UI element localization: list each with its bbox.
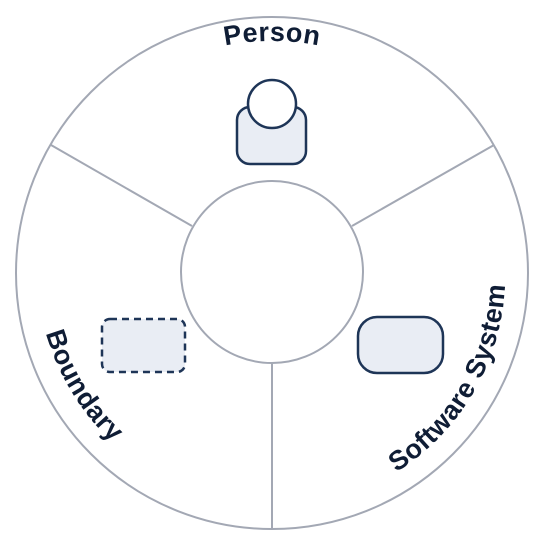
divider-left [50,144,193,227]
dashed-rectangle-icon [100,317,187,374]
segment-person[interactable]: Person [221,17,323,166]
rounded-rectangle-icon [356,315,445,375]
center-hub [180,180,364,364]
person-icon [235,78,308,166]
divider-right [351,144,495,227]
segment-label-person: Person [221,17,323,52]
